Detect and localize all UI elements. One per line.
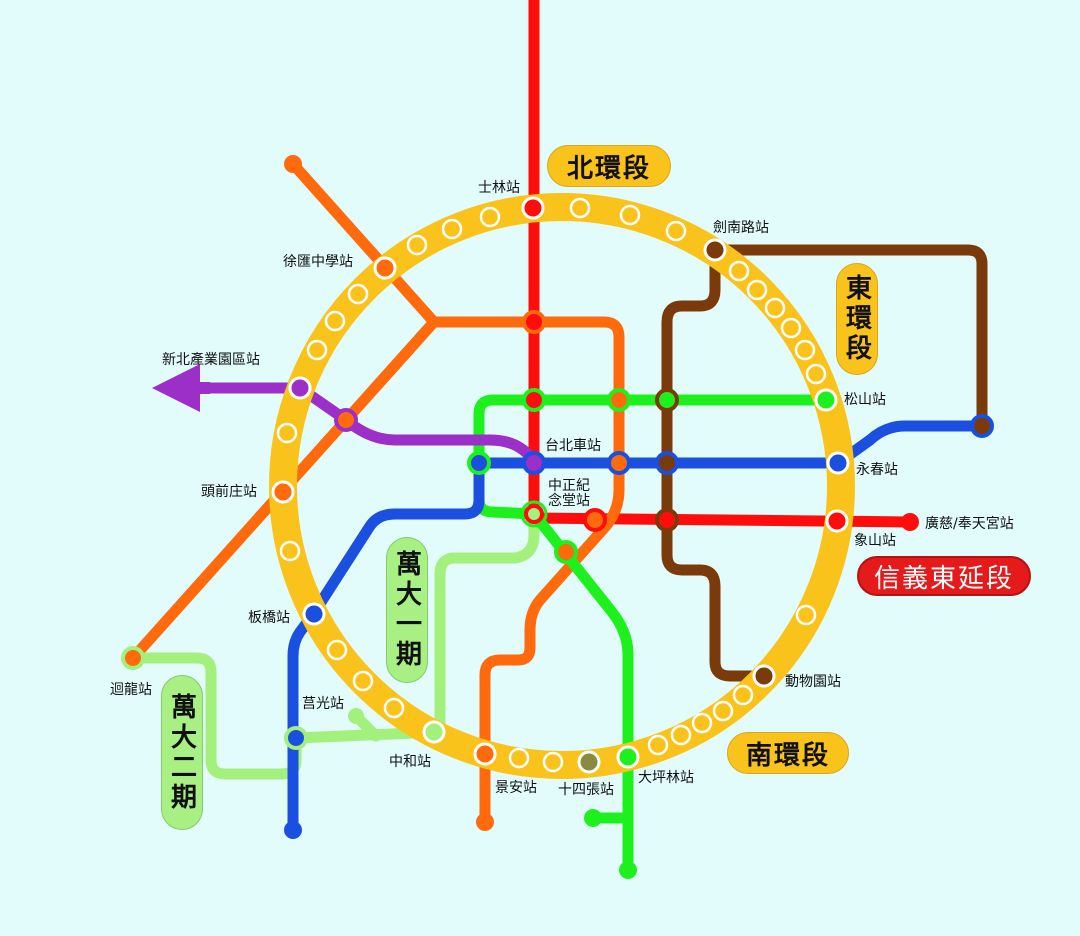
label-guangci: 廣慈/奉天宮站 xyxy=(925,515,1014,532)
station-xuhui-school xyxy=(373,256,397,280)
east-segment-badge: 東環段 xyxy=(836,263,878,375)
station-jiannan-rd xyxy=(703,238,727,262)
orange-line xyxy=(127,158,625,828)
station-zhonghe xyxy=(422,720,446,744)
wanda-phase1-badge: 萬大一期 xyxy=(386,537,428,683)
label-songshan: 松山站 xyxy=(844,392,886,408)
orange-line-terminal-south xyxy=(476,813,494,831)
south-segment-badge: 南環段 xyxy=(727,732,849,774)
north-segment-badge: 北環段 xyxy=(547,145,671,187)
label-huilong: 迴龍站 xyxy=(110,681,152,698)
circular-minor-stations xyxy=(276,197,827,773)
label-shilin: 士林站 xyxy=(478,180,520,196)
ring-transfer-stations xyxy=(271,196,850,774)
purple-line-arrow-icon xyxy=(152,364,200,412)
station-yongchun xyxy=(826,451,850,475)
inner-transfer-stations xyxy=(121,310,994,750)
wanda-phase2-badge: 萬大二期 xyxy=(161,675,203,830)
green-line-terminal xyxy=(619,861,637,879)
label-toucianzhuang: 頭前庄站 xyxy=(201,483,257,500)
blue-line xyxy=(287,420,988,836)
wanda-spur-terminal xyxy=(348,708,364,724)
label-ck-memorial-1: 中正紀 xyxy=(548,478,590,494)
station-banqiao xyxy=(302,602,326,626)
label-taipei-zoo: 動物園站 xyxy=(785,674,841,690)
purple-arrow-shaft xyxy=(180,382,210,394)
label-new-taipei-industrial: 新北產業園區站 xyxy=(162,351,260,368)
station-shilin xyxy=(521,196,545,220)
station-toucianzhuang xyxy=(271,480,295,504)
label-banqiao: 板橋站 xyxy=(248,610,290,626)
station-shisizhang xyxy=(577,750,601,774)
station-xiangshan xyxy=(825,509,849,533)
station-jingan xyxy=(473,742,497,766)
label-zhonghe: 中和站 xyxy=(389,754,431,770)
label-dapinglin: 大坪林站 xyxy=(638,770,694,786)
station-taipei-zoo xyxy=(752,664,776,688)
label-taipei-main: 台北車站 xyxy=(545,437,601,454)
station-new-taipei-industrial xyxy=(288,376,312,400)
blue-line-terminal xyxy=(284,821,302,839)
xinyi-east-segment-badge: 信義東延段 xyxy=(857,556,1031,596)
green-spur-terminal xyxy=(584,809,602,827)
label-shisizhang: 十四張站 xyxy=(558,782,614,798)
label-jiannan-rd: 劍南路站 xyxy=(713,219,769,236)
label-yongchun: 永春站 xyxy=(856,462,898,478)
brown-line xyxy=(661,244,988,682)
orange-line-terminal-north xyxy=(284,155,302,173)
label-jingan: 景安站 xyxy=(495,780,537,796)
red-line-terminal xyxy=(901,513,919,531)
label-xuhui-school: 徐匯中學站 xyxy=(283,254,353,270)
station-dapinglin xyxy=(616,745,640,769)
label-juguang: 莒光站 xyxy=(302,696,344,712)
station-songshan xyxy=(814,388,838,412)
label-xiangshan: 象山站 xyxy=(854,533,896,549)
label-ck-memorial-2: 念堂站 xyxy=(548,492,590,509)
